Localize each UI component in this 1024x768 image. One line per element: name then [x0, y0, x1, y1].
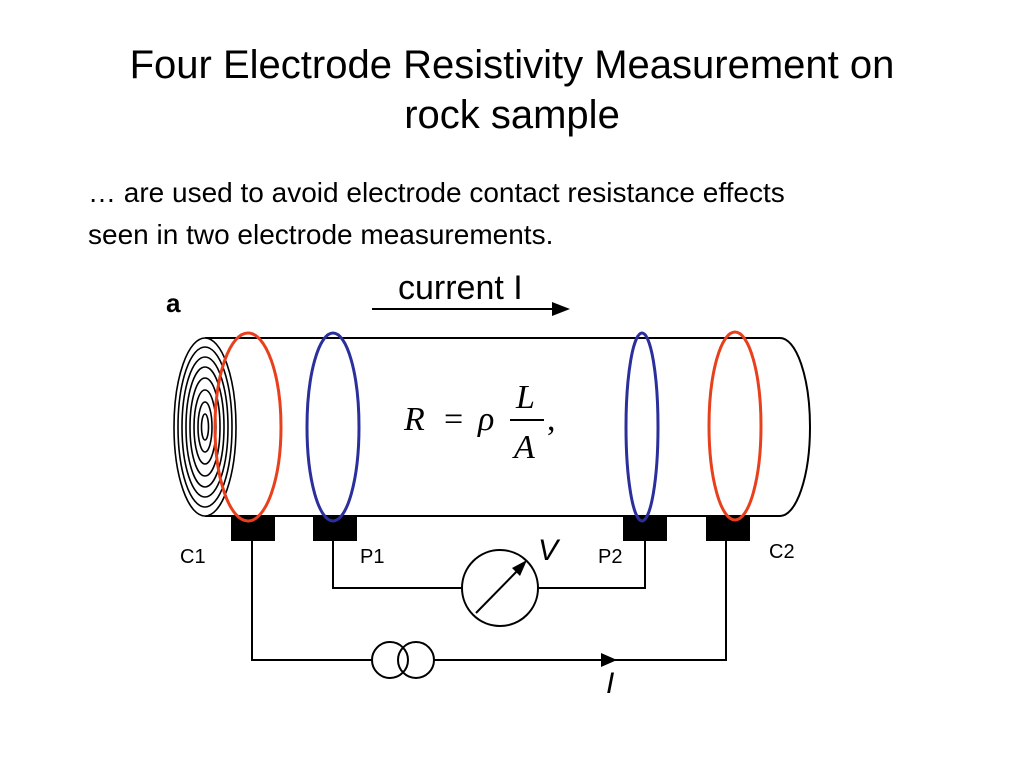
- electrode-label-p1: P1: [360, 546, 384, 568]
- panel-label: a: [166, 288, 181, 318]
- electrode-label-p2: P2: [598, 546, 622, 568]
- current-direction-arrow: [372, 302, 570, 316]
- formula-denominator: A: [512, 429, 535, 466]
- electrode-label-c1: C1: [180, 546, 206, 568]
- core-end-rings: [173, 337, 237, 517]
- source-current-arrow: [601, 653, 617, 667]
- subtitle-line-2: seen in two electrode measurements.: [88, 219, 554, 250]
- slide-title: Four Electrode Resistivity Measurement o…: [0, 40, 1024, 140]
- current-label: current I: [398, 269, 523, 307]
- subtitle-line-1: … are used to avoid electrode contact re…: [88, 177, 785, 208]
- source-current-label: I: [606, 667, 614, 700]
- current-electrode-ring-c1: [213, 331, 283, 523]
- potential-electrode-ring-p2: [624, 331, 660, 523]
- electrode-label-c2: C2: [769, 541, 795, 563]
- voltmeter-label: V: [538, 534, 561, 567]
- voltmeter-circuit: [332, 541, 646, 627]
- current-source-icon: [371, 641, 409, 679]
- title-line-1: Four Electrode Resistivity Measurement o…: [129, 43, 895, 87]
- resistance-formula: R = ρ L A ,: [403, 379, 556, 466]
- current-source-circuit: [251, 541, 727, 679]
- rock-sample-cylinder: [205, 337, 811, 517]
- formula-lhs: R: [403, 401, 425, 438]
- electrode-contacts: [231, 517, 750, 541]
- title-line-2: rock sample: [404, 93, 620, 137]
- formula-comma: ,: [547, 401, 556, 438]
- formula-numerator: L: [515, 379, 535, 416]
- potential-electrode-ring-p1: [305, 331, 361, 523]
- formula-rho: ρ: [477, 401, 494, 438]
- formula-equals: =: [444, 401, 463, 438]
- slide-subtitle: … are used to avoid electrode contact re…: [88, 172, 968, 256]
- contact-c2: [706, 517, 750, 541]
- current-electrode-ring-c2: [707, 330, 763, 522]
